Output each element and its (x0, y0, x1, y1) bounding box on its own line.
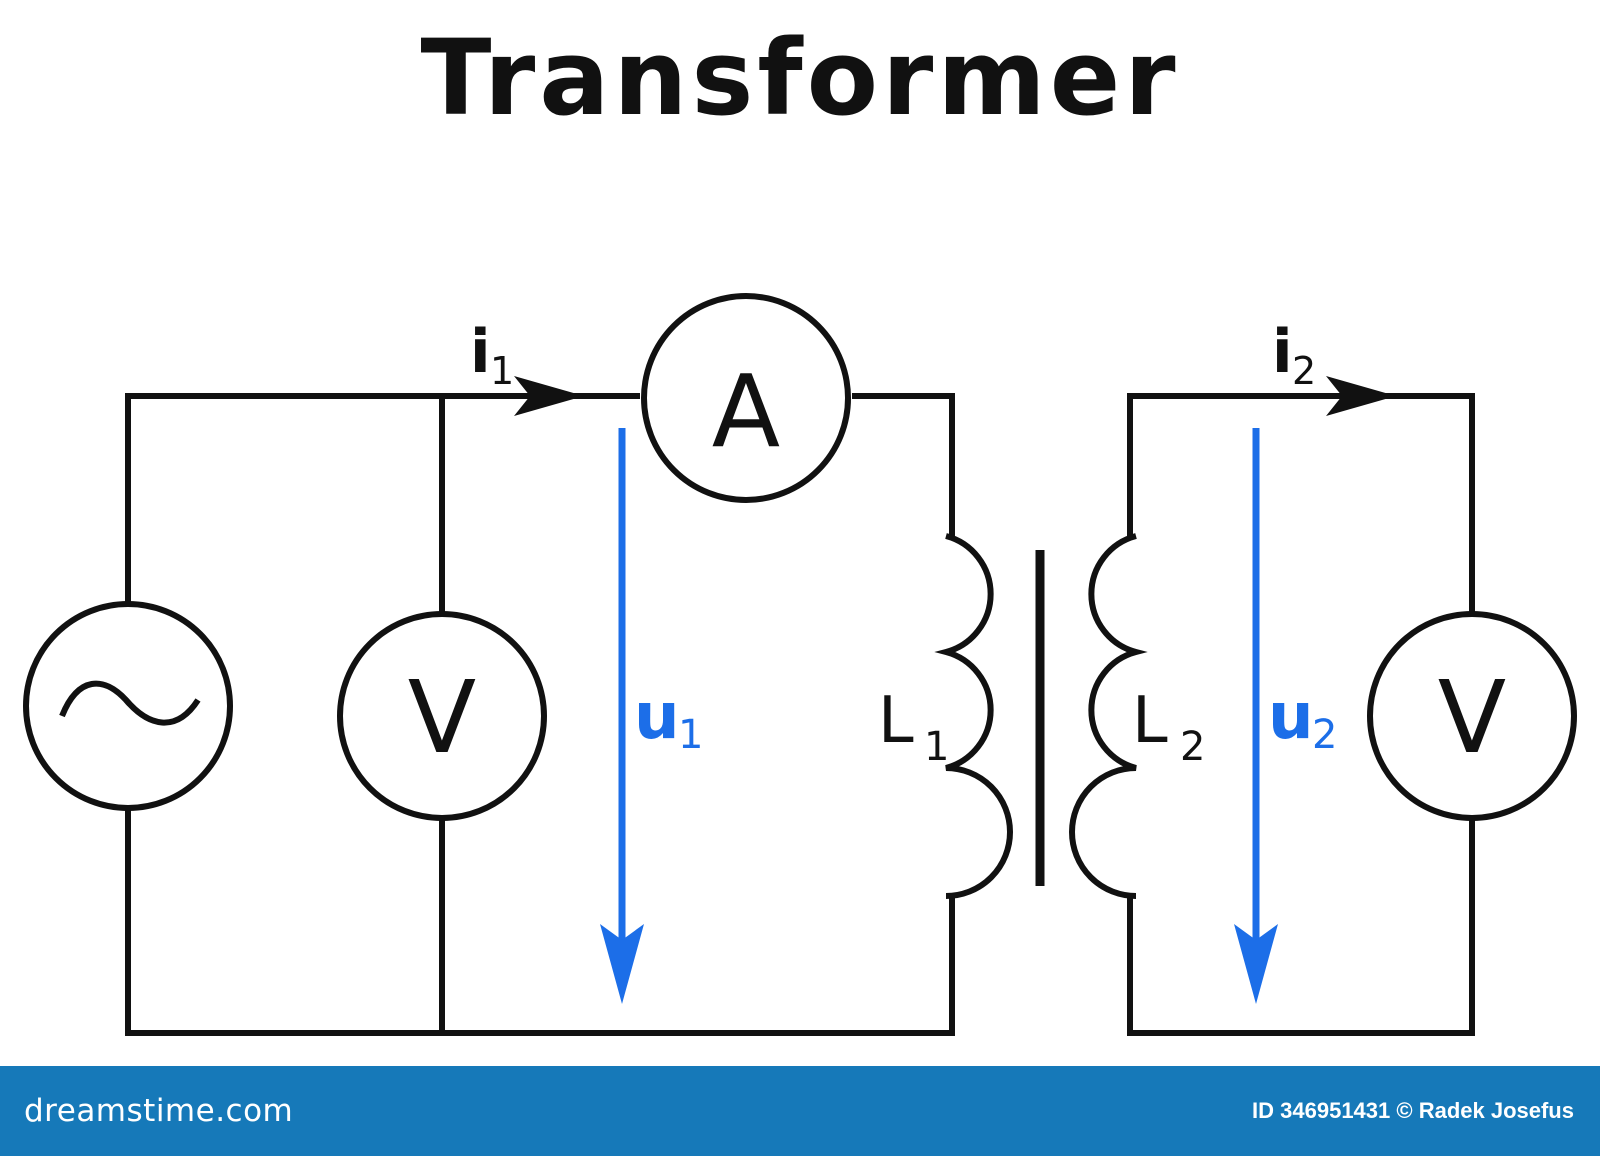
i1-label-sub: 1 (490, 349, 514, 393)
u2-label-sub: 2 (1312, 712, 1337, 758)
u1-label-main: u (634, 680, 680, 754)
L1-label-main: L (878, 684, 914, 758)
u1-label: u 1 (634, 680, 703, 758)
ammeter-circle (641, 293, 851, 503)
L2-label-sub: 2 (1180, 724, 1205, 770)
primary-wires (125, 393, 1013, 1036)
u1-arrow-head (600, 924, 644, 1004)
u1-label-sub: 1 (678, 712, 703, 758)
ammeter: A (641, 293, 851, 503)
primary-top-wire-right (852, 393, 955, 536)
secondary-coil (1069, 533, 1148, 899)
i2-arrow-head (1326, 376, 1396, 416)
u2-arrow-head (1234, 924, 1278, 1004)
secondary-voltmeter: V (1367, 611, 1577, 821)
secondary-loop-wire (1127, 393, 1475, 612)
u2-label-main: u (1268, 680, 1314, 754)
circuit-diagram: V A V i 1 i 2 u 1 u 2 L 1 (23, 293, 1577, 1036)
u2-voltage-arrow (1234, 428, 1278, 1004)
primary-top-wire-left (125, 393, 640, 604)
i2-label-main: i (1272, 317, 1293, 387)
primary-voltmeter: V (337, 611, 547, 821)
diagram-title: Transformer (420, 17, 1180, 139)
primary-coil (934, 533, 1013, 899)
i2-label: i 2 (1272, 317, 1316, 393)
sine-wave-icon (59, 680, 201, 726)
i1-arrow-head (514, 376, 584, 416)
ammeter-label: A (712, 353, 780, 470)
u1-voltage-arrow (600, 428, 644, 1004)
secondary-voltmeter-label: V (1438, 659, 1506, 776)
L2-label: L 2 (1132, 684, 1205, 770)
i1-label: i 1 (470, 317, 514, 393)
secondary-voltmeter-circle (1367, 611, 1577, 821)
L2-label-main: L (1132, 684, 1168, 758)
ac-source (23, 601, 233, 811)
u2-label: u 2 (1268, 680, 1337, 758)
primary-voltmeter-label: V (408, 659, 476, 776)
primary-bottom-wire (125, 806, 955, 1036)
secondary-bottom-wire (1127, 820, 1475, 1036)
i2-label-sub: 2 (1292, 349, 1316, 393)
L1-label-sub: 1 (924, 724, 949, 770)
footer-bar: dreamstime.com ID 346951431 © Radek Jose… (0, 1066, 1600, 1156)
i1-label-main: i (470, 317, 491, 387)
primary-voltmeter-circle (337, 611, 547, 821)
footer-brand[interactable]: dreamstime.com (24, 1093, 294, 1129)
secondary-wires (1069, 393, 1475, 1036)
L1-label: L 1 (878, 684, 949, 770)
footer-credit: ID 346951431 © Radek Josefus (1252, 1098, 1574, 1123)
